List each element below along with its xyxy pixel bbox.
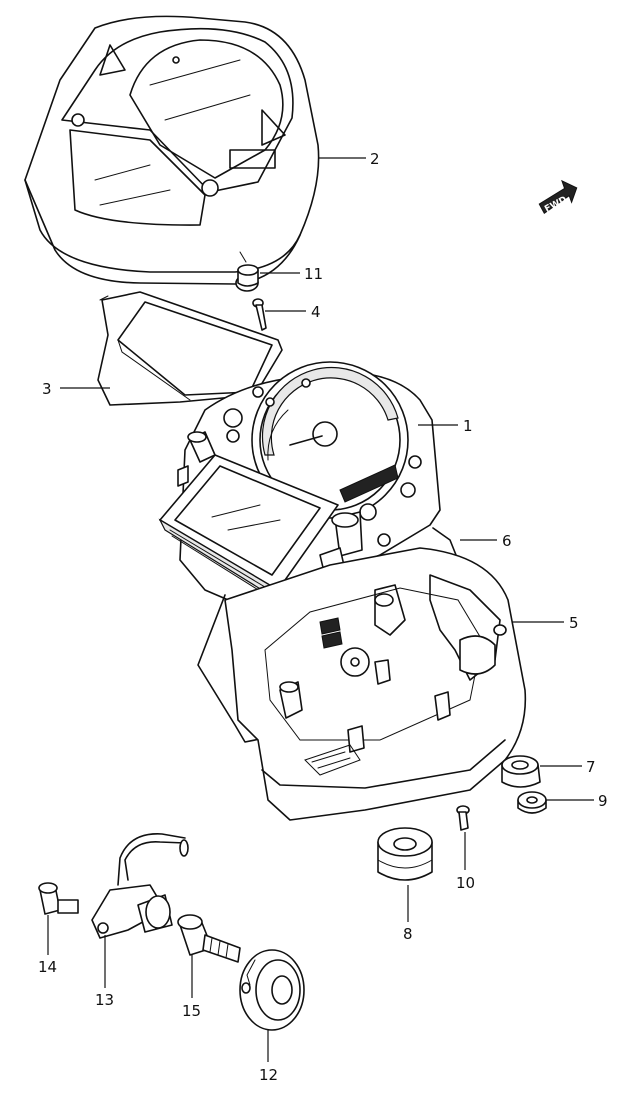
part-10-screw bbox=[456, 805, 470, 831]
callout-9: 9 bbox=[598, 792, 608, 810]
callout-12: 12 bbox=[259, 1066, 278, 1084]
part-12-washer bbox=[239, 949, 305, 1031]
callout-4: 4 bbox=[311, 303, 321, 321]
part-4-screw bbox=[252, 298, 267, 331]
callout-6: 6 bbox=[502, 532, 512, 550]
part-8-cushion bbox=[377, 827, 433, 881]
part-15-bolt bbox=[177, 914, 241, 963]
part-9-washer bbox=[517, 791, 547, 814]
callout-5: 5 bbox=[569, 614, 579, 632]
callout-1: 1 bbox=[463, 417, 473, 435]
part-3-lens-gasket bbox=[97, 291, 283, 406]
part-2-upper-case bbox=[24, 15, 320, 285]
part-5-lower-case bbox=[224, 547, 527, 821]
part-11-grommet bbox=[235, 251, 259, 292]
connector-pins bbox=[169, 529, 271, 597]
part-13-sensor bbox=[91, 833, 189, 939]
callout-11: 11 bbox=[304, 265, 323, 283]
callout-2: 2 bbox=[370, 150, 380, 168]
callout-13: 13 bbox=[95, 991, 114, 1009]
callout-8: 8 bbox=[403, 925, 413, 943]
leader-lines bbox=[47, 157, 594, 1062]
callout-3: 3 bbox=[42, 380, 52, 398]
part-14-bolt bbox=[38, 882, 79, 915]
callout-labels: 2 11 4 3 1 6 5 7 9 10 8 14 13 15 12 bbox=[38, 150, 608, 1084]
callout-10: 10 bbox=[456, 874, 475, 892]
callout-15: 15 bbox=[182, 1002, 201, 1020]
callout-14: 14 bbox=[38, 958, 57, 976]
callout-7: 7 bbox=[586, 758, 596, 776]
part-7-cushion bbox=[501, 755, 541, 788]
part-1-meter-assembly bbox=[158, 361, 441, 606]
fwd-arrow-icon: FWD bbox=[538, 179, 578, 215]
